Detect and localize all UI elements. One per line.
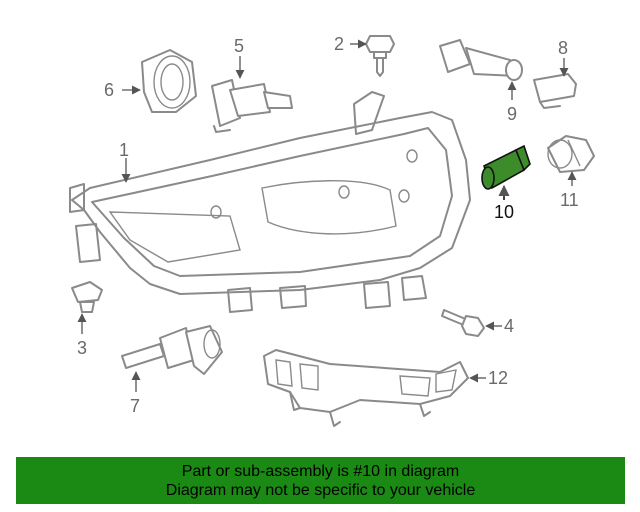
callout-5: 5 [234, 36, 244, 56]
callout-7: 7 [130, 396, 140, 416]
headlamp-assembly-part[interactable] [69, 91, 471, 313]
bulb-part-5[interactable] [211, 79, 293, 133]
banner-line-1: Part or sub-assembly is #10 in diagram [181, 463, 460, 480]
socket-part-9[interactable] [439, 39, 523, 81]
screw-part[interactable] [441, 309, 485, 337]
callout-1: 1 [119, 140, 129, 160]
callout-4: 4 [504, 316, 514, 336]
socket-part-11[interactable] [547, 135, 595, 173]
bulb-part-8[interactable] [533, 73, 577, 109]
callout-3: 3 [77, 338, 87, 358]
callout-10: 10 [494, 202, 514, 222]
callout-11: 11 [560, 190, 579, 210]
info-banner: Part or sub-assembly is #10 in diagram D… [16, 457, 625, 504]
callout-2: 2 [334, 34, 344, 54]
banner-line-2: Diagram may not be specific to your vehi… [165, 482, 476, 499]
bulb-part-7[interactable] [121, 325, 223, 375]
bracket-part[interactable] [263, 349, 469, 427]
callout-9: 9 [507, 104, 517, 124]
parts-diagram: 1 2 3 4 5 6 7 [69, 34, 595, 427]
bulb-part-10-highlighted[interactable] [481, 144, 531, 190]
callout-8: 8 [558, 38, 568, 58]
clip-part[interactable] [71, 281, 103, 313]
callout-6: 6 [104, 80, 114, 100]
callout-12: 12 [488, 368, 508, 388]
bolt-part[interactable] [365, 35, 395, 77]
socket-ring-part[interactable] [141, 49, 197, 113]
